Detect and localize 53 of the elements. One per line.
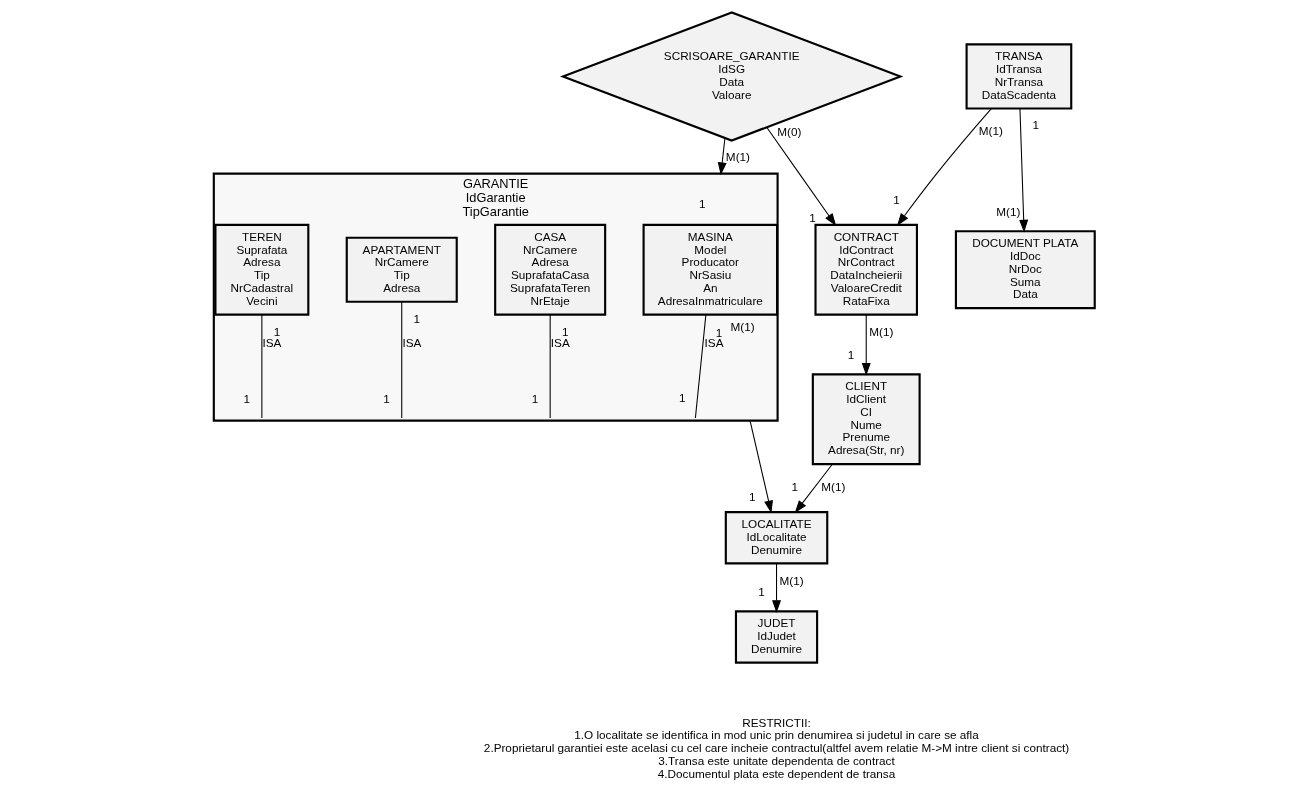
label: M(1) xyxy=(821,479,846,493)
node-box: TRANSA IdTransa NrTransa DataScadenta xyxy=(965,43,1073,110)
label: 1 xyxy=(413,312,421,326)
label: 1 xyxy=(847,348,855,362)
node-box: CASA NrCamere Adresa SuprafataCasa SuprafataTeren NrEtaje xyxy=(494,223,607,316)
label: 1 xyxy=(531,391,539,405)
label: 2.Proprietarul garantiei este acelasi cu cel care incheie contractul(altfel avem relatie M->M intre client si contract) xyxy=(483,741,1070,755)
label: RESTRICTII: xyxy=(742,715,811,729)
label: 1 xyxy=(562,324,569,338)
edge-label: ISA xyxy=(402,336,422,350)
label: 3.Transa este unitate dependenta de contract xyxy=(658,753,895,767)
node-box: JUDET IdJudet Denumire xyxy=(734,610,819,664)
label: 1 xyxy=(758,585,765,599)
arrow xyxy=(749,420,773,514)
label: 1 xyxy=(698,197,706,211)
label: 1 xyxy=(893,193,900,207)
arrow xyxy=(896,108,992,226)
label: M(0) xyxy=(777,125,802,139)
label: 1 xyxy=(749,489,756,503)
label: 1 xyxy=(791,480,798,494)
label: M(1) xyxy=(730,320,755,334)
label: 1 xyxy=(243,391,251,405)
arrow xyxy=(772,563,782,613)
label: M(1) xyxy=(996,205,1021,219)
node-box: MASINA Model Producator NrSasiu An AdresaInmatriculare xyxy=(642,223,779,316)
node-box: TEREN Suprafata Adresa Tip NrCadastral Vecini xyxy=(214,223,310,316)
arrow xyxy=(1019,108,1029,233)
arrow xyxy=(861,314,871,376)
label: 1 xyxy=(1032,118,1039,132)
label: M(1) xyxy=(725,149,750,163)
edge-label: ISA xyxy=(550,336,570,350)
label: 1 xyxy=(383,392,390,406)
label: 1.O localitate se identifica in mod unic prin denumirea si judetul in care se afla xyxy=(574,728,979,742)
connector xyxy=(401,301,403,419)
label: M(1) xyxy=(869,324,894,338)
arrow xyxy=(766,126,837,227)
node-box: DOCUMENT PLATA IdDoc NrDoc Suma Data xyxy=(954,230,1096,310)
node-box: APARTAMENT NrCamere Tip Adresa xyxy=(345,236,458,303)
label: 1 xyxy=(678,390,686,404)
node-box: CONTRACT IdContract NrContract DataIncheierii ValoareCredit RataFixa xyxy=(814,223,918,316)
connector xyxy=(549,314,551,419)
connector xyxy=(694,314,707,419)
node-box: CLIENT IdClient CI Nume Prenume Adresa(Str, nr) xyxy=(811,373,921,466)
node-box: LOCALITATE IdLocalitate Denumire xyxy=(724,511,829,565)
label: 1 xyxy=(809,210,816,224)
arrow xyxy=(794,463,833,514)
arrow xyxy=(717,137,727,176)
label: M(1) xyxy=(779,573,804,587)
edge-label: ISA xyxy=(262,336,282,350)
label: 1 xyxy=(273,324,281,338)
label: 4.Documentul plata este dependent de transa xyxy=(657,766,896,780)
connector xyxy=(261,314,263,419)
label: M(1) xyxy=(978,124,1003,138)
